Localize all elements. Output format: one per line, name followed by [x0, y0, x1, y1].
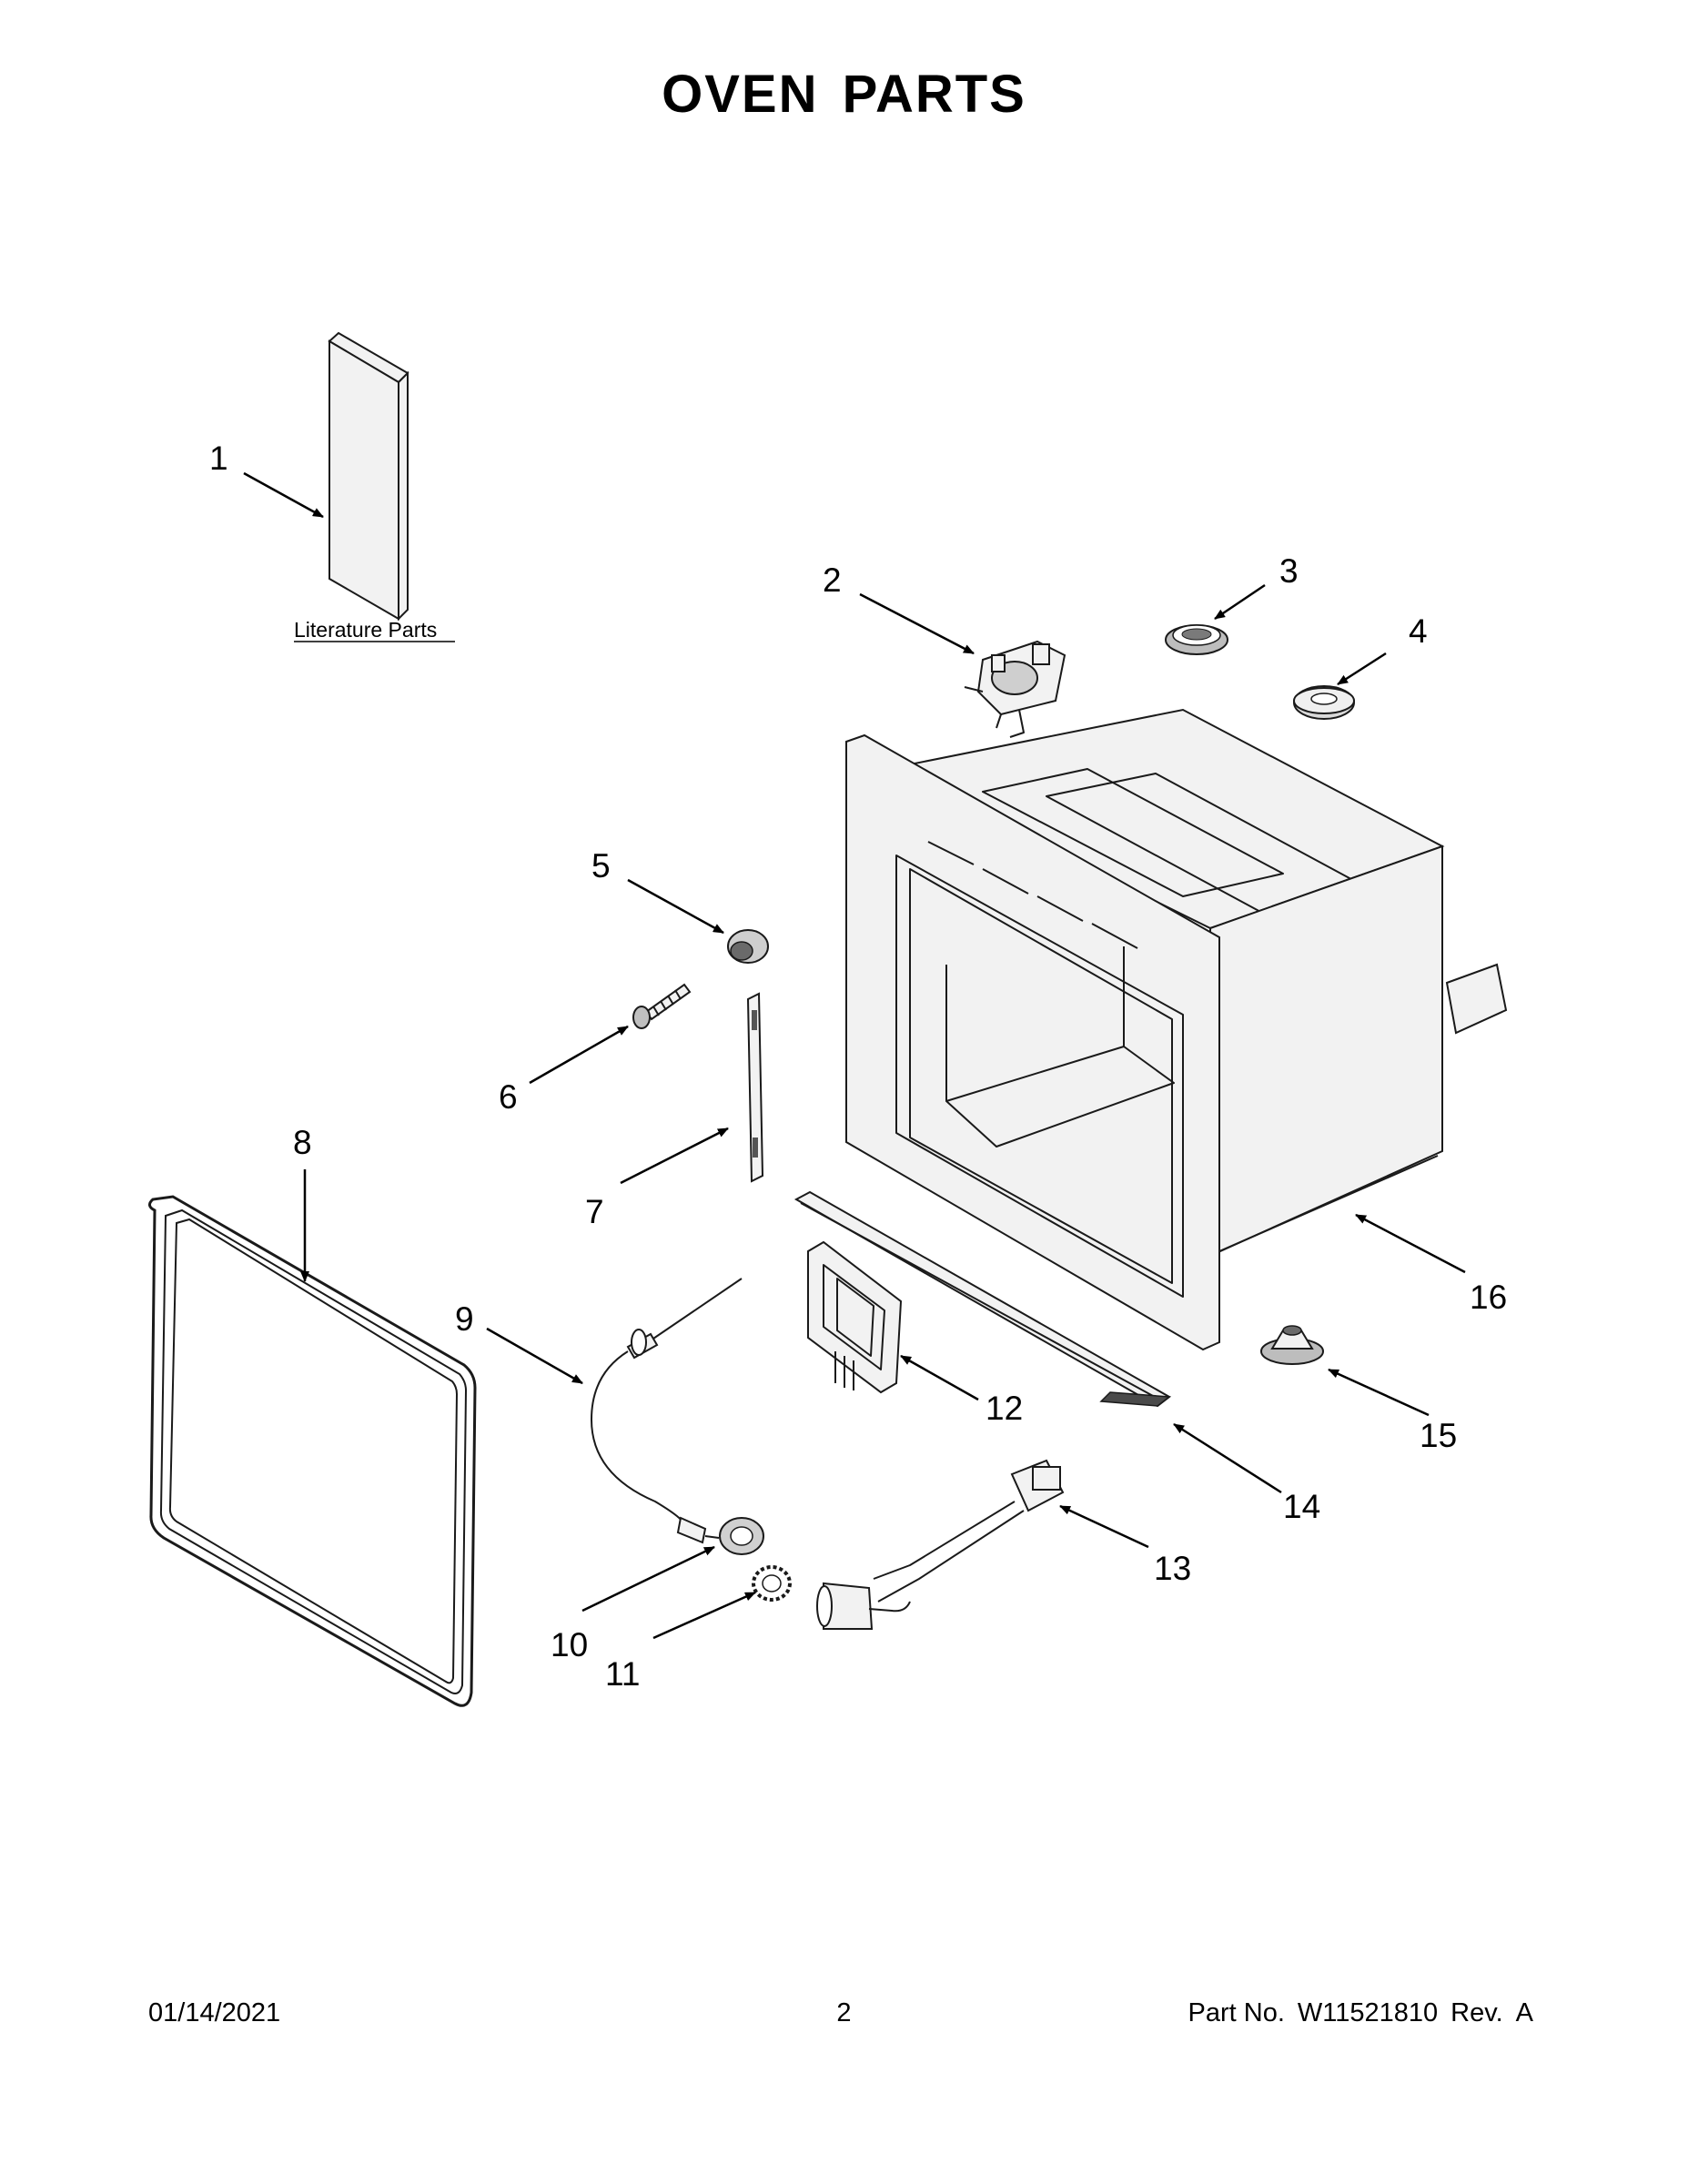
- part-12-module: [807, 1240, 903, 1394]
- part-16-oven-cavity: [845, 708, 1508, 1351]
- revision-value: A: [1515, 1998, 1533, 2027]
- callout-16: 16: [1470, 1279, 1507, 1316]
- part-11-lock-washer: [752, 1565, 792, 1602]
- callout-3: 3: [1279, 552, 1299, 590]
- callout-15: 15: [1420, 1417, 1457, 1454]
- footer-date: 01/14/2021: [148, 1998, 281, 2027]
- part-9-meat-probe: [591, 1278, 743, 1544]
- callout-13: 13: [1154, 1550, 1191, 1587]
- part-8-door-gasket: [148, 1195, 477, 1707]
- callout-8: 8: [293, 1124, 312, 1161]
- callout-12: 12: [986, 1390, 1023, 1427]
- footer-page-number: 2: [836, 1998, 852, 2027]
- part-number-value: W11521810: [1297, 1998, 1439, 2027]
- callout-2: 2: [823, 561, 842, 599]
- callout-4: 4: [1409, 612, 1428, 650]
- part-5-bushing: [727, 929, 769, 964]
- callout-10: 10: [551, 1626, 588, 1663]
- part-2-thermal-device: [964, 640, 1066, 738]
- part-6-screw: [632, 983, 692, 1029]
- part-number-label: Part No.: [1188, 1998, 1285, 2027]
- callout-11: 11: [605, 1655, 640, 1693]
- callout-1: 1: [209, 440, 228, 477]
- page-title: OVEN PARTS: [662, 65, 1026, 124]
- part-13-probe-receptacle-harness: [816, 1459, 1065, 1630]
- part-7-hinge-strip: [746, 992, 764, 1183]
- callout-5: 5: [591, 847, 611, 885]
- callout-6: 6: [499, 1078, 518, 1116]
- literature-parts-booklet: [328, 331, 409, 622]
- literature-parts-label: Literature Parts: [294, 618, 437, 642]
- part-10-receptacle-nut: [719, 1517, 764, 1555]
- part-4-gasket-ring: [1293, 685, 1355, 720]
- callout-9: 9: [455, 1300, 474, 1338]
- callout-arrows: [243, 471, 1466, 1640]
- part-3-lamp-socket: [1165, 624, 1228, 655]
- footer-part-number: Part No. W11521810 Rev. A: [1188, 1998, 1533, 2028]
- callout-7: 7: [585, 1193, 604, 1230]
- part-15-leveler-foot: [1260, 1325, 1324, 1365]
- callout-14: 14: [1283, 1488, 1320, 1525]
- part-14-trim-strip: [793, 1190, 1172, 1408]
- revision-label: Rev.: [1450, 1998, 1503, 2027]
